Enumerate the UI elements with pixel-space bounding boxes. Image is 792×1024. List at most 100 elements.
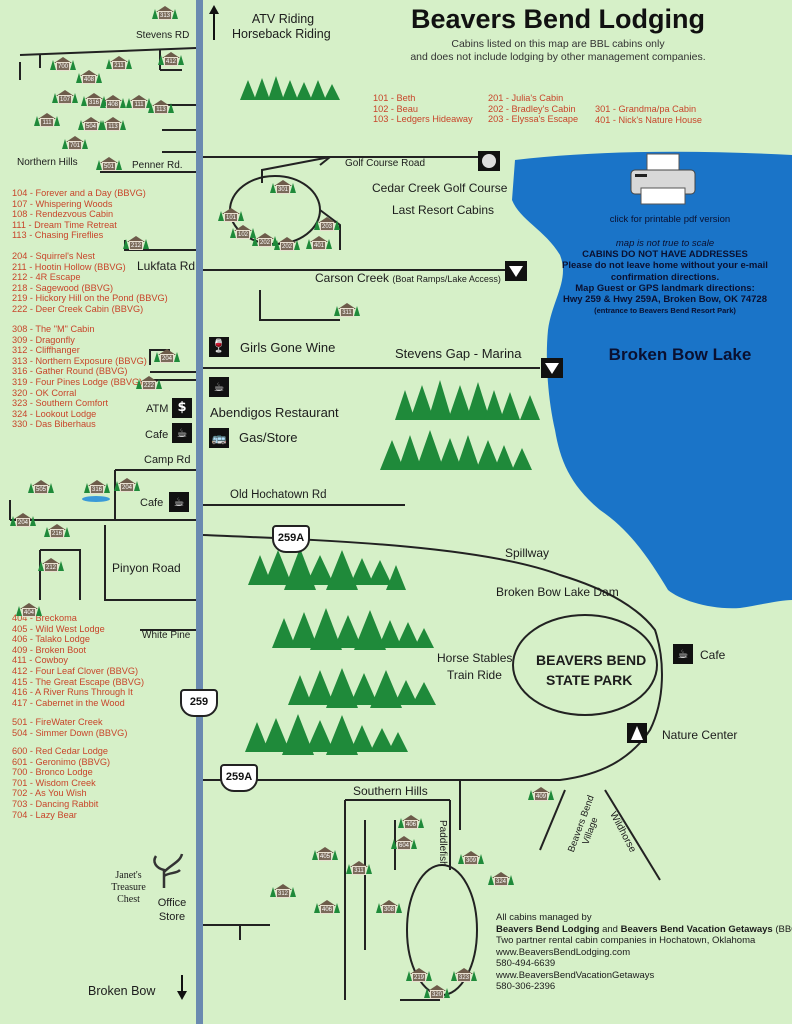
- cedar-creek-label: Cedar Creek Golf Course: [372, 181, 508, 195]
- cabin-marker[interactable]: 311: [346, 861, 372, 876]
- hwy-259a-shield: 259A: [220, 764, 258, 792]
- cabin-number: 111: [40, 118, 54, 127]
- cabin-marker[interactable]: 113: [100, 117, 126, 132]
- cabin-marker[interactable]: 324: [488, 872, 514, 887]
- nature-center-label: Nature Center: [662, 728, 738, 742]
- cabin-number: 324: [494, 877, 508, 886]
- cabin-marker[interactable]: 323: [451, 968, 477, 983]
- cabin-marker[interactable]: 401: [306, 236, 332, 251]
- cabin-marker[interactable]: 212: [38, 558, 64, 573]
- cabin-marker[interactable]: 219: [406, 968, 432, 983]
- tree-icon: [146, 850, 186, 890]
- cabin-number: 111: [132, 100, 146, 109]
- cabin-number: 323: [457, 973, 471, 982]
- cabin-marker[interactable]: 202: [252, 233, 278, 248]
- cabin-marker[interactable]: 222: [136, 376, 162, 391]
- cabin-marker[interactable]: 405: [312, 847, 338, 862]
- northern-hills-label: Northern Hills: [17, 157, 78, 168]
- southern-hills-label: Southern Hills: [353, 784, 428, 798]
- cabin-marker[interactable]: 202: [274, 237, 300, 252]
- cabin-marker[interactable]: 313: [152, 6, 178, 21]
- cabin-number: 405: [318, 852, 332, 861]
- cabin-marker[interactable]: 101: [218, 208, 244, 223]
- cabin-number: 408: [106, 100, 120, 109]
- cabin-number: 505: [34, 485, 48, 494]
- cabin-number: 604: [397, 841, 411, 850]
- cabin-marker[interactable]: 408: [100, 95, 126, 110]
- cabin-marker[interactable]: 406: [314, 900, 340, 915]
- cabin-marker[interactable]: 701: [62, 136, 88, 151]
- trees: [240, 76, 540, 755]
- cabin-marker[interactable]: 408: [76, 70, 102, 85]
- cabin-marker[interactable]: 504: [78, 117, 104, 132]
- cabin-marker[interactable]: 412: [158, 52, 184, 67]
- cabin-number: 409: [534, 792, 548, 801]
- cabin-marker[interactable]: 406: [398, 815, 424, 830]
- cabin-number: 301: [276, 185, 290, 194]
- cabin-number: 406: [320, 905, 334, 914]
- cabin-marker[interactable]: 505: [28, 480, 54, 495]
- cabin-number: 313: [158, 11, 172, 20]
- cabin-number: 102: [236, 230, 250, 239]
- cabin-marker[interactable]: 309: [458, 851, 484, 866]
- stevens-gap-label: Stevens Gap - Marina: [395, 346, 522, 361]
- broken-bow-lake: [512, 151, 792, 609]
- cabin-number: 412: [164, 57, 178, 66]
- dollar-icon: $: [172, 398, 192, 418]
- cabin-marker[interactable]: 404: [16, 603, 42, 618]
- cabin-marker[interactable]: 212: [123, 236, 149, 251]
- hwy-259a-shield: 259A: [272, 525, 310, 553]
- list-group1: 104 - Forever and a Day (BBVG)107 - Whis…: [12, 188, 146, 241]
- horse-stables-label: Horse Stables: [437, 651, 513, 665]
- cabin-marker[interactable]: 409: [528, 787, 554, 802]
- cabin-marker[interactable]: 308: [376, 900, 402, 915]
- cabin-marker[interactable]: 216: [44, 524, 70, 539]
- cabin-marker[interactable]: 204: [10, 513, 36, 528]
- wine-glass-icon: 🍷: [209, 337, 229, 357]
- cabin-marker[interactable]: 204: [154, 349, 180, 364]
- park-label-1: BEAVERS BEND: [536, 652, 647, 668]
- map-subtitle: Cabins listed on this map are BBL cabins…: [410, 38, 706, 63]
- cabin-marker[interactable]: 107: [52, 90, 78, 105]
- cabin-marker[interactable]: 312: [270, 884, 296, 899]
- cabin-marker[interactable]: 111: [34, 113, 60, 128]
- cabin-marker[interactable]: 700: [50, 57, 76, 72]
- gas-store-label: Gas/Store: [239, 430, 298, 445]
- old-hochatown-label: Old Hochatown Rd: [230, 489, 327, 501]
- golf-course-road-label: Golf Course Road: [345, 158, 426, 169]
- atv-label: ATV Riding: [251, 12, 315, 26]
- cabin-number: 101: [224, 213, 238, 222]
- cabin-marker[interactable]: 204: [114, 478, 140, 493]
- cabin-marker[interactable]: 316: [84, 480, 110, 495]
- printable-link[interactable]: click for printable pdf version: [609, 214, 731, 225]
- coffee-cup-icon: ☕: [172, 423, 192, 443]
- abendigos-label: Abendigos Restaurant: [210, 405, 339, 420]
- cabin-marker[interactable]: 311: [334, 303, 360, 318]
- cabin-number: 404: [22, 608, 36, 617]
- cabin-marker[interactable]: 320: [424, 985, 450, 1000]
- cabin-number: 320: [430, 990, 444, 999]
- cafe-label-1: Cafe: [145, 429, 169, 441]
- cabin-number: 504: [84, 122, 98, 131]
- cabin-marker[interactable]: 203: [314, 217, 340, 232]
- cabin-marker[interactable]: 113: [148, 100, 174, 115]
- cabin-number: 222: [142, 381, 156, 390]
- cabin-marker[interactable]: 211: [106, 56, 132, 71]
- cabin-marker[interactable]: 501: [96, 157, 122, 172]
- cabin-marker[interactable]: 301: [270, 180, 296, 195]
- cabin-number: 212: [44, 563, 58, 572]
- cabin-marker[interactable]: 111: [126, 95, 152, 110]
- printer-icon[interactable]: [627, 152, 699, 208]
- cabin-number: 401: [312, 241, 326, 250]
- atm-label: ATM: [146, 403, 169, 415]
- girls-gone-wine-label: Girls Gone Wine: [240, 340, 336, 355]
- cabin-marker[interactable]: 102: [230, 225, 256, 240]
- cabin-marker[interactable]: 604: [391, 836, 417, 851]
- penner-rd-label: Penner Rd.: [132, 160, 183, 171]
